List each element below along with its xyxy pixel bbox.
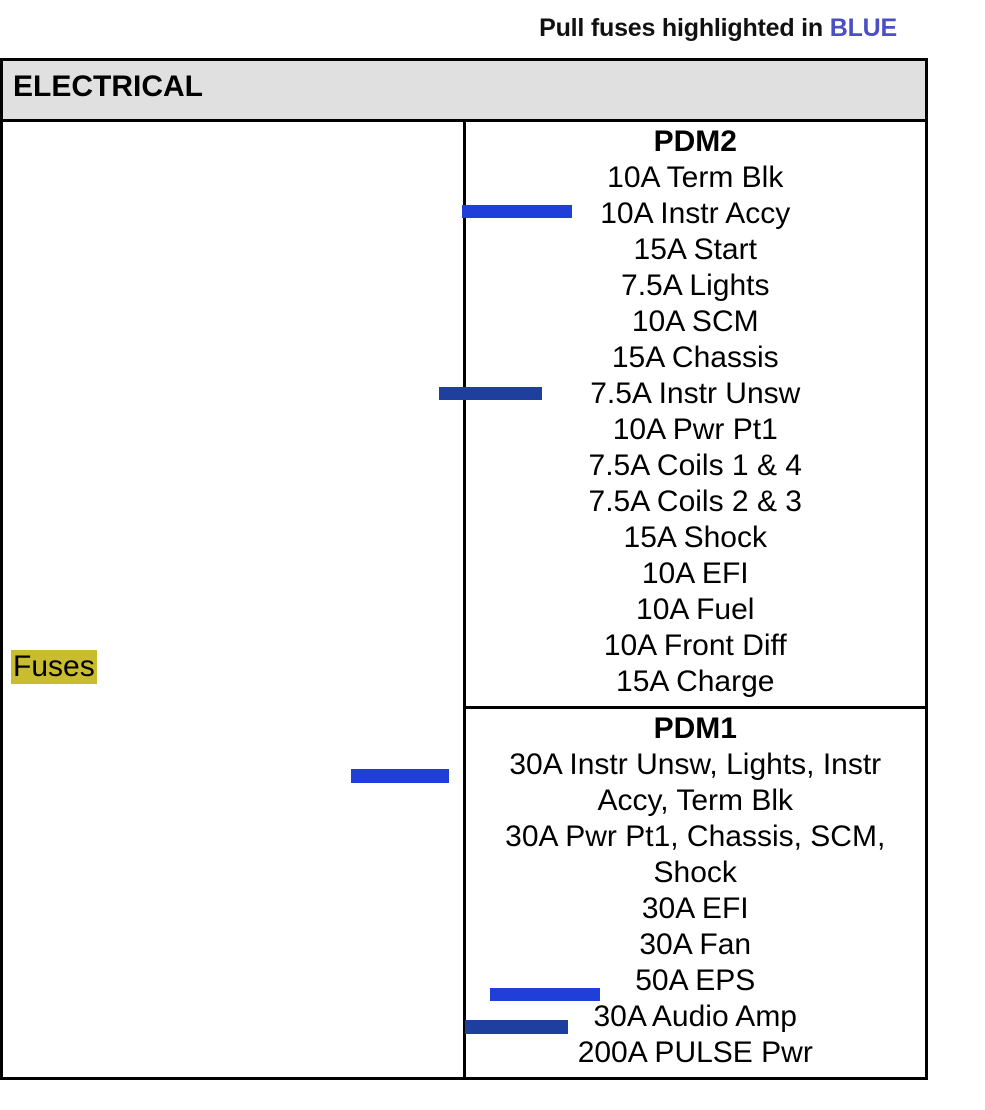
section-header-label: ELECTRICAL — [13, 70, 203, 103]
group-title-pdm2: PDM2 — [653, 125, 737, 158]
fuse-line: 7.5A Coils 1 & 4 — [588, 449, 802, 482]
fuse-line: 15A Chassis — [611, 341, 779, 374]
row-label-fuses: Fuses — [11, 650, 97, 684]
fuse-line: 30A Pwr Pt1, Chassis, SCM, Shock — [505, 820, 894, 889]
highlight-marker-bar — [462, 205, 572, 218]
fuse-line: 7.5A Coils 2 & 3 — [588, 485, 802, 518]
fuse-line: 30A EFI — [641, 892, 749, 925]
group-cell-pdm1: PDM1 30A Instr Unsw, Lights, Instr Accy,… — [462, 706, 928, 1080]
fuse-line: 10A EFI — [641, 557, 749, 590]
fuse-line: 30A Instr Unsw, Lights, Instr Accy, Term… — [509, 748, 888, 817]
instruction-banner: Pull fuses highlighted in BLUE — [0, 14, 897, 43]
fuse-line: 15A Shock — [623, 521, 767, 554]
instruction-text: Pull fuses highlighted in — [539, 14, 830, 42]
fuse-line: 50A EPS — [635, 964, 756, 997]
highlight-marker-bar — [351, 769, 449, 783]
fuse-line: 7.5A Instr Unsw — [590, 377, 801, 410]
table-header-row: ELECTRICAL — [0, 58, 928, 122]
group-title-pdm1: PDM1 — [653, 712, 737, 745]
fuse-list-pdm1: 30A Instr Unsw, Lights, Instr Accy, Term… — [472, 747, 920, 1071]
section-header-cell: ELECTRICAL — [0, 58, 928, 122]
fuse-line: 10A Instr Accy — [600, 197, 791, 230]
fuse-line: 10A Fuel — [636, 593, 755, 626]
fuse-line: 15A Charge — [616, 665, 775, 698]
row-label-cell: Fuses — [0, 119, 466, 1080]
fuse-line: 10A Pwr Pt1 — [612, 413, 778, 446]
fuse-line: 10A Front Diff — [603, 629, 787, 662]
fuse-line: 7.5A Lights — [621, 269, 770, 302]
table-row: PDM1 30A Instr Unsw, Lights, Instr Accy,… — [2, 706, 928, 1080]
fuse-line: 30A Audio Amp — [593, 1000, 798, 1033]
fuse-line: 10A SCM — [631, 305, 759, 338]
highlight-marker-bar — [439, 387, 542, 400]
fuse-line: 30A Fan — [639, 928, 752, 961]
fuse-line: 200A PULSE Pwr — [577, 1036, 813, 1069]
instruction-highlight-word: BLUE — [829, 14, 897, 42]
highlight-marker-bar — [490, 988, 600, 1001]
highlight-marker-bar — [465, 1020, 568, 1034]
fuse-line: 10A Term Blk — [607, 161, 784, 194]
fuse-line: 15A Start — [633, 233, 757, 266]
